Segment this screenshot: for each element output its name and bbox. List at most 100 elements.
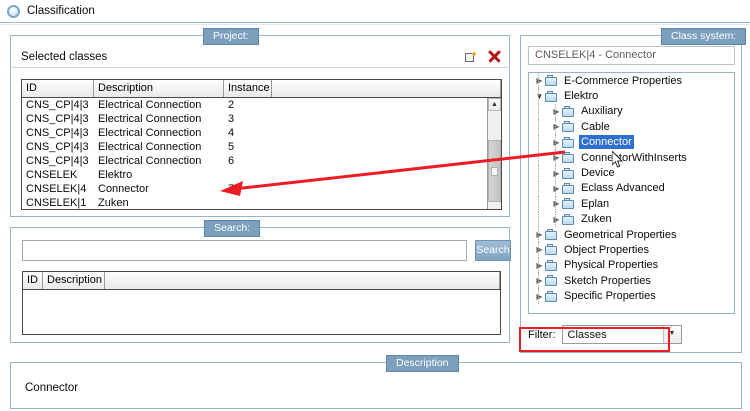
search-panel: Search: Search ID Description	[10, 220, 511, 343]
tree-guide-line	[538, 119, 539, 135]
tree-node-connectorwithinserts[interactable]: ▶ ConnectorWithInserts	[529, 149, 734, 166]
tree-node-specific-properties[interactable]: ▶ Specific Properties	[529, 288, 734, 304]
tree-node-device[interactable]: ▶Device	[529, 165, 734, 181]
scroll-up-arrow-icon[interactable]: ▲	[488, 98, 501, 111]
chevron-right-icon[interactable]: ▶	[536, 276, 543, 286]
delete-class-icon[interactable]	[487, 49, 502, 64]
grid-cell-instance: 2	[228, 99, 235, 111]
grid-cell-instance: 4	[228, 127, 235, 139]
column-header-instance[interactable]: Instance	[224, 80, 272, 97]
tree-guide-line	[555, 196, 556, 212]
tree-node-label: ConnectorWithInserts	[581, 151, 687, 164]
tree-node-object-properties[interactable]: ▶ Object Properties	[529, 242, 734, 258]
tree-node-eclass-advanced[interactable]: ▶Eclass Advanced	[529, 180, 734, 197]
chevron-right-icon[interactable]: ▶	[536, 260, 543, 270]
folder-icon	[562, 105, 575, 117]
tree-node-physical-properties[interactable]: ▶ Physical Properties	[529, 257, 734, 274]
tree-node-sketch-properties[interactable]: ▶ Sketch Properties	[529, 273, 734, 289]
scroll-thumb[interactable]	[488, 140, 501, 202]
tree-guide-line	[555, 165, 556, 181]
class-path-field[interactable]: CNSELEK|4 - Connector	[528, 46, 735, 65]
class-tree[interactable]: ▶E-Commerce Properties▼Elektro▶Auxiliary…	[528, 72, 735, 314]
tree-node-connector[interactable]: ▶ Connector	[529, 134, 734, 150]
search-results-grid[interactable]: ID Description	[22, 271, 501, 335]
tree-node-e-commerce-properties[interactable]: ▶E-Commerce Properties	[529, 73, 734, 89]
folder-icon	[562, 121, 575, 133]
search-button[interactable]: Search	[475, 240, 511, 261]
column-header-description[interactable]: Description	[94, 80, 224, 97]
tree-guide-line	[538, 73, 539, 89]
chevron-right-icon[interactable]: ▶	[553, 183, 560, 193]
chevron-down-icon[interactable]: ▼	[535, 91, 544, 101]
tree-guide-line	[538, 149, 539, 166]
tree-node-label: Cable	[581, 120, 610, 133]
new-class-star-shape: ✦	[470, 49, 478, 59]
tree-node-zuken[interactable]: ▶Zuken	[529, 211, 734, 227]
app-header: Classification	[0, 0, 750, 22]
folder-icon	[545, 275, 558, 287]
chevron-right-icon[interactable]: ▶	[536, 76, 543, 86]
chevron-right-icon[interactable]: ▶	[553, 137, 560, 147]
chevron-right-icon[interactable]: ▶	[553, 199, 560, 209]
header-divider	[0, 22, 750, 23]
tree-node-label: Object Properties	[564, 243, 649, 256]
chevron-right-icon[interactable]: ▶	[553, 106, 560, 116]
tree-node-label: Sketch Properties	[564, 274, 651, 287]
tree-guide-line	[555, 211, 556, 227]
filter-row: Filter: Classes ▼	[528, 324, 730, 345]
grid-cell-filler	[272, 98, 501, 112]
tree-node-cable[interactable]: ▶ Cable	[529, 119, 734, 135]
chevron-right-icon[interactable]: ▶	[536, 245, 543, 255]
folder-icon	[562, 213, 575, 225]
tree-guide-line	[555, 180, 556, 197]
grid-cell-description: Elektro	[98, 169, 133, 181]
selected-classes-label: Selected classes	[21, 50, 108, 63]
tree-node-label: Connector	[579, 135, 634, 150]
description-text: Connector	[25, 382, 79, 394]
tree-node-label: Specific Properties	[564, 290, 656, 303]
search-input[interactable]	[22, 240, 467, 261]
grid-cell-filler	[272, 112, 501, 126]
chevron-down-icon[interactable]: ▼	[662, 326, 681, 343]
tree-node-auxiliary[interactable]: ▶Auxiliary	[529, 103, 734, 120]
search-column-header-description[interactable]: Description	[43, 272, 105, 289]
chevron-right-icon[interactable]: ▶	[553, 168, 560, 178]
tree-guide-line	[538, 165, 539, 181]
tree-guide-line	[538, 134, 539, 150]
chevron-right-icon[interactable]: ▶	[536, 230, 543, 240]
grid-cell-instance: 6	[228, 155, 235, 167]
tree-node-elektro[interactable]: ▼Elektro	[529, 88, 734, 104]
chevron-right-icon[interactable]: ▶	[553, 153, 560, 163]
folder-icon	[562, 152, 575, 164]
search-legend: Search:	[204, 220, 261, 237]
search-column-header-id[interactable]: ID	[23, 272, 43, 289]
grid-cell-description: Zuken	[98, 197, 129, 209]
column-header-id[interactable]: ID	[22, 80, 94, 97]
table-row[interactable]: CNSELEK|1 Zuken	[22, 196, 501, 209]
selected-grid-scrollbar[interactable]: ▲ ▼	[487, 98, 501, 209]
project-panel: Project: Selected classes ✦ ID Descripti…	[10, 28, 510, 217]
grid-cell-id: CNS_CP|4|3	[26, 113, 89, 125]
filter-select[interactable]: Classes ▼	[561, 325, 682, 344]
tree-node-geometrical-properties[interactable]: ▶ Geometrical Properties	[529, 226, 734, 243]
chevron-right-icon[interactable]: ▶	[553, 122, 560, 132]
tree-node-label: Geometrical Properties	[564, 228, 677, 241]
grid-cell-id: CNSELEK|1	[26, 197, 87, 209]
grid-cell-filler	[272, 182, 501, 196]
chevron-right-icon[interactable]: ▶	[553, 214, 560, 224]
chevron-right-icon[interactable]: ▶	[536, 291, 543, 301]
new-class-icon[interactable]: ✦	[464, 50, 478, 63]
grid-cell-instance	[224, 168, 272, 182]
tree-node-eplan[interactable]: ▶Eplan	[529, 196, 734, 212]
search-grid-header: ID Description	[23, 272, 500, 290]
tree-node-label: Physical Properties	[564, 259, 659, 272]
